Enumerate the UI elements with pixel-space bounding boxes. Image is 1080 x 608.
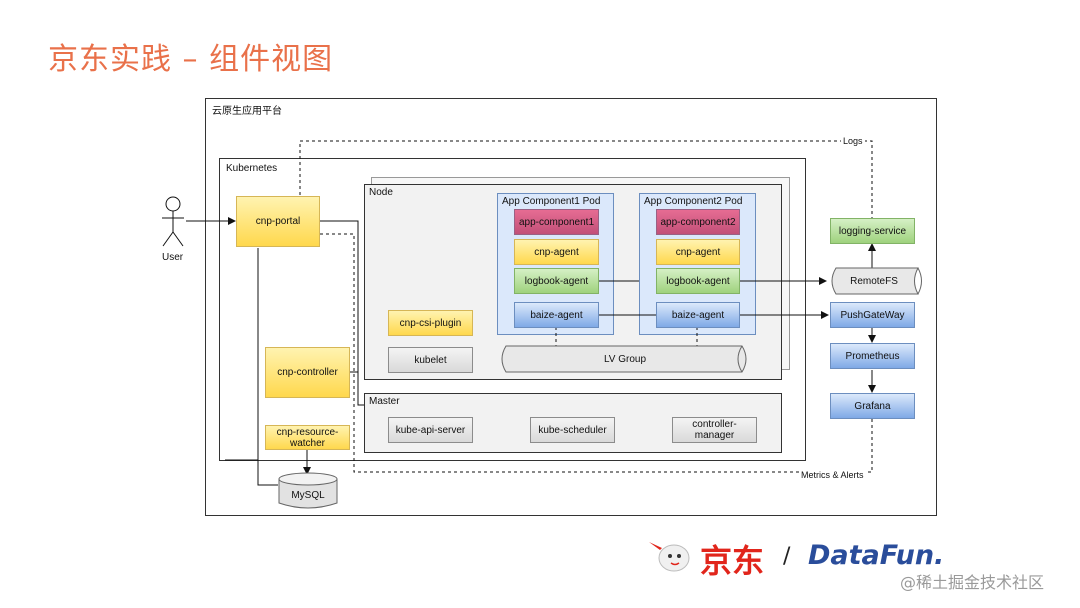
kubernetes-label: Kubernetes — [226, 163, 278, 174]
platform-label: 云原生应用平台 — [212, 106, 282, 117]
pod2-cnp-agent-box: cnp-agent — [656, 239, 740, 265]
jd-mascot-icon — [644, 536, 698, 576]
kube-api-server-box: kube-api-server — [388, 417, 473, 443]
pod1-title: App Component1 Pod — [502, 196, 601, 207]
node-label: Node — [369, 187, 393, 198]
prometheus-box: Prometheus — [830, 343, 915, 369]
pod1-cnp-agent-box: cnp-agent — [514, 239, 599, 265]
metrics-alerts-label: Metrics & Alerts — [799, 470, 866, 480]
datafun-logo-text: DataFun. — [808, 540, 945, 571]
mysql-label: MySQL — [291, 489, 325, 501]
master-label: Master — [369, 396, 400, 407]
pod2-title: App Component2 Pod — [644, 196, 743, 207]
controller-manager-box: controller-manager — [672, 417, 757, 443]
cnp-resource-watcher-box: cnp-resource-watcher — [265, 425, 350, 450]
app-component2-box: app-component2 — [656, 209, 740, 235]
logging-service-box: logging-service — [830, 218, 915, 244]
pod1-logbook-agent-box: logbook-agent — [514, 268, 599, 294]
pod1-baize-agent-box: baize-agent — [514, 302, 599, 328]
app-component1-box: app-component1 — [514, 209, 599, 235]
slide-title: 京东实践 – 组件视图 — [48, 42, 334, 77]
pod2-logbook-agent-box: logbook-agent — [656, 268, 740, 294]
grafana-box: Grafana — [830, 393, 915, 419]
kube-scheduler-box: kube-scheduler — [530, 417, 615, 443]
user-label: User — [162, 252, 184, 263]
cnp-controller-box: cnp-controller — [265, 347, 350, 398]
cnp-csi-plugin-box: cnp-csi-plugin — [388, 310, 473, 336]
user-actor-icon — [162, 196, 184, 247]
watermark-text: @稀土掘金技术社区 — [900, 573, 1045, 592]
kubelet-box: kubelet — [388, 347, 473, 373]
logo-separator: / — [783, 544, 791, 569]
pushgateway-box: PushGateWay — [830, 302, 915, 328]
pod2-baize-agent-box: baize-agent — [656, 302, 740, 328]
lv-group-label: LV Group — [603, 353, 647, 365]
cnp-portal-box: cnp-portal — [236, 196, 320, 247]
jd-logo-text: 京东 — [700, 542, 765, 580]
remotefs-label: RemoteFS — [850, 275, 898, 287]
logs-label: Logs — [841, 136, 865, 146]
